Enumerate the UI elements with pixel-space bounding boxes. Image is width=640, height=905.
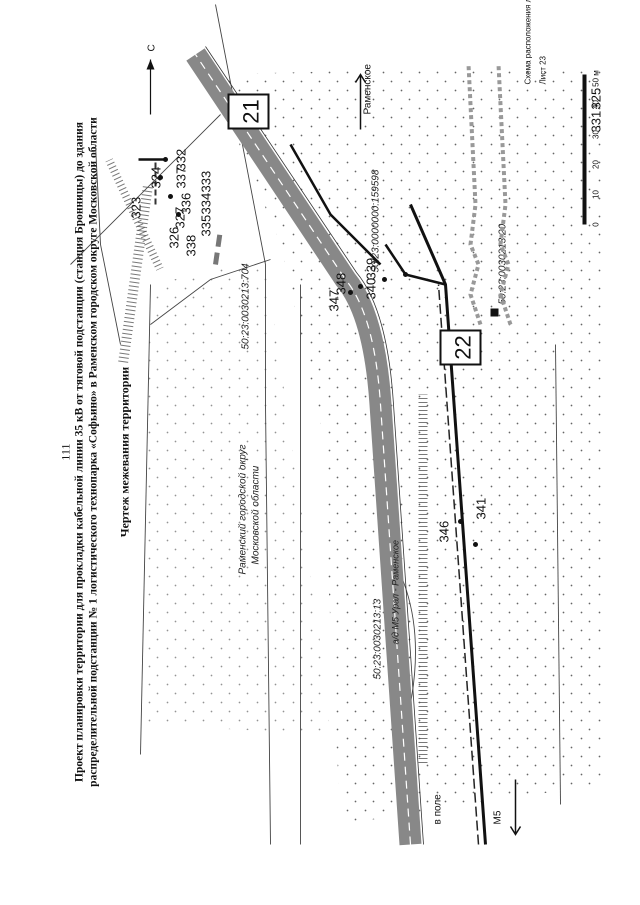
highway xyxy=(186,46,424,846)
point-label: 323 xyxy=(129,197,144,219)
location-scheme: Схема расположения листов Лист 23 xyxy=(466,0,548,326)
scale-tick: 10 xyxy=(592,190,601,199)
point-label: 338 xyxy=(184,235,199,257)
scale-tick: 50 м xyxy=(592,70,601,87)
scale-tick: 40 xyxy=(592,100,601,109)
point-label: 347 xyxy=(327,290,342,312)
north-arrow-icon: С xyxy=(146,44,158,115)
area-label: Раменский городской округ xyxy=(238,445,249,575)
point-label: 336 xyxy=(179,193,194,215)
point-label: 326 xyxy=(167,227,182,249)
area-label: Московской области xyxy=(250,465,262,564)
north-label: С xyxy=(147,44,158,51)
parcel-label: 50:23:0030213:13 xyxy=(373,598,384,679)
point-label: 341 xyxy=(474,498,489,520)
scale-bar: 0 10 20 30 40 50 м xyxy=(582,70,601,227)
scheme-sheet: Лист 23 xyxy=(539,55,548,84)
parcel-label: 50:23:0030213:704 xyxy=(241,263,252,350)
scale-tick: 30 xyxy=(592,130,601,139)
point-label: 346 xyxy=(437,521,452,543)
slopes xyxy=(105,158,428,765)
parcel-label: 50:23:0000000:159598 xyxy=(371,169,382,272)
point-label: 334 xyxy=(199,193,214,215)
scheme-title: Схема расположения листов xyxy=(524,0,533,85)
point-label: 340 xyxy=(364,278,379,300)
point-label: 339 xyxy=(364,258,379,280)
point-label: 348 xyxy=(334,273,349,295)
sheet-label: 22 xyxy=(451,335,476,359)
field-label: в поле xyxy=(433,794,444,825)
point-markers xyxy=(158,157,478,547)
point-label: 325 xyxy=(589,88,604,110)
cable-route xyxy=(138,143,487,845)
point-labels: 323 324 325 326 327 331 332 333 334 335 … xyxy=(129,88,604,543)
scale-tick: 20 xyxy=(592,160,601,169)
direction-ramenskoe: Раменское xyxy=(363,64,374,115)
point-label: 333 xyxy=(199,171,214,193)
point-label: 324 xyxy=(149,167,164,189)
point-label: 332 xyxy=(174,149,189,171)
point-label: 331 xyxy=(589,111,604,133)
parcel-labels: 50:23:0030213:704 50:23:0030213:20 50:23… xyxy=(238,169,509,679)
direction-m5: М5 xyxy=(493,810,504,824)
direction-labels: Раменское М5 в поле xyxy=(354,64,522,836)
point-label: 327 xyxy=(173,207,188,229)
parcel-label: 50:23:0030213:20 xyxy=(498,223,509,304)
point-label: 335 xyxy=(199,215,214,237)
scale-tick: 0 xyxy=(592,222,601,227)
point-label: 337 xyxy=(174,167,189,189)
road-label: а/д М5 Урал - Раменское xyxy=(391,540,401,645)
sheet-box-22: 22 xyxy=(439,329,482,366)
sheet-label: 21 xyxy=(239,99,264,123)
sheet-box-21: 21 xyxy=(227,93,270,130)
